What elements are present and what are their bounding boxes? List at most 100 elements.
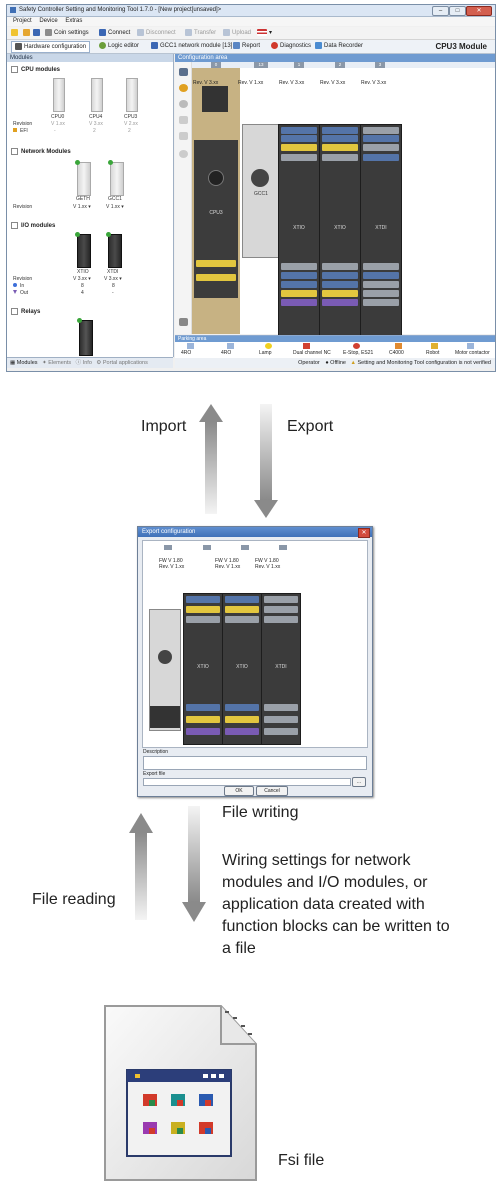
- minimize-button[interactable]: –: [432, 6, 449, 16]
- window-title: Safety Controller Setting and Monitoring…: [19, 7, 222, 13]
- tab-logic-editor[interactable]: Logic editor: [99, 41, 139, 51]
- gear-icon[interactable]: [179, 150, 188, 158]
- section-io-modules[interactable]: I/O modules: [11, 222, 55, 229]
- tab-diagnostics[interactable]: Diagnostics: [271, 41, 311, 51]
- terminal-row: [264, 716, 298, 723]
- tab-hardware-configuration[interactable]: Hardware configuration: [11, 41, 91, 53]
- cpu-plug-module[interactable]: [202, 86, 228, 112]
- c4000-icon[interactable]: [395, 343, 402, 349]
- lamp-icon[interactable]: [265, 343, 272, 349]
- save-button[interactable]: [33, 28, 42, 38]
- parking-item[interactable]: 4RO: [181, 350, 192, 356]
- slot-label: 1: [294, 62, 304, 68]
- transfer-button[interactable]: Transfer: [185, 28, 216, 38]
- terminal-row: [186, 616, 220, 623]
- xtdi-module-image[interactable]: [106, 232, 122, 268]
- terminal-row: [225, 606, 259, 613]
- settings-icon[interactable]: [179, 84, 188, 92]
- terminal-row: [281, 144, 317, 151]
- geth-revision-select[interactable]: V 1.xx ▾: [73, 204, 91, 210]
- slot-revision: Rev. V 3.xx: [320, 80, 346, 86]
- relay-module-image[interactable]: [77, 318, 93, 356]
- parking-item[interactable]: E-Stop, ES21: [343, 350, 374, 356]
- xtdi-revision-select[interactable]: V 3.xx ▾: [104, 276, 122, 282]
- open-button[interactable]: [23, 28, 32, 38]
- export-file-input[interactable]: [143, 778, 351, 786]
- clip-icon[interactable]: [179, 116, 188, 124]
- menu-extras[interactable]: Extras: [65, 18, 83, 24]
- add-icon: [77, 318, 82, 323]
- parking-item[interactable]: 4RO: [221, 350, 232, 356]
- estop-icon[interactable]: [353, 343, 360, 349]
- geth-module-image[interactable]: [75, 160, 91, 196]
- language-button[interactable]: ▾: [257, 28, 272, 38]
- tab-elements[interactable]: ✦ Elements: [42, 360, 72, 366]
- dialog-xtio-module-1: XTIO: [183, 593, 223, 745]
- coin-settings-button[interactable]: Coin settings: [45, 28, 89, 38]
- close-button[interactable]: ✕: [466, 6, 492, 16]
- gcc1-revision-select[interactable]: V 1.xx ▾: [106, 204, 124, 210]
- cpu3-module[interactable]: CPU3: [194, 140, 238, 298]
- cpu4-module-image[interactable]: [91, 78, 103, 112]
- status-offline: Offline: [330, 360, 346, 366]
- zoom-icon[interactable]: [179, 100, 188, 108]
- xtdi-module[interactable]: XTDI: [360, 124, 402, 336]
- new-button[interactable]: [11, 28, 20, 38]
- parking-item[interactable]: Dual channel NC: [293, 350, 331, 356]
- upload-button[interactable]: Upload: [223, 28, 251, 38]
- xtio-label: XTIO: [197, 664, 209, 670]
- ok-button[interactable]: OK: [224, 786, 254, 796]
- parking-item[interactable]: Motor contactor: [455, 350, 490, 356]
- terminal-row: [322, 272, 358, 279]
- hardware-view-icon[interactable]: [179, 68, 188, 76]
- menu-device[interactable]: Device: [39, 18, 58, 24]
- slot-revision: Rev. V 1.xx: [238, 80, 264, 86]
- menu-project[interactable]: Project: [13, 18, 32, 24]
- xtio-module-1[interactable]: XTIO: [278, 124, 320, 336]
- terminal-row: [322, 281, 358, 288]
- cpu0-module-image[interactable]: [53, 78, 65, 112]
- description-input[interactable]: [143, 756, 367, 770]
- connect-button[interactable]: Connect: [99, 28, 130, 38]
- parking-item[interactable]: C4000: [389, 350, 404, 356]
- xtio-module-image[interactable]: [75, 232, 91, 268]
- gcc1-module-image[interactable]: [108, 160, 124, 196]
- section-relays[interactable]: Relays: [11, 308, 40, 315]
- save-icon: [33, 28, 40, 36]
- app-window: Safety Controller Setting and Monitoring…: [6, 4, 496, 372]
- section-cpu-modules[interactable]: CPU modules: [11, 66, 60, 73]
- robot-icon[interactable]: [431, 343, 438, 349]
- cpu-slot-column[interactable]: CPU3: [192, 68, 240, 334]
- cancel-button[interactable]: Cancel: [256, 786, 288, 796]
- xtio-in-count: 8: [81, 283, 84, 289]
- xtio-module-2[interactable]: XTIO: [319, 124, 361, 336]
- cpu3-module-image[interactable]: [126, 78, 138, 112]
- terminal-row: [322, 144, 358, 151]
- motor-contactor-icon[interactable]: [467, 343, 474, 349]
- relay-4ro-icon[interactable]: [187, 343, 194, 349]
- tab-network-module[interactable]: GCC1 network module [13]: [151, 41, 232, 51]
- tab-info[interactable]: ⓘ Info: [75, 360, 92, 366]
- terminal-row: [196, 274, 236, 281]
- tool-icon[interactable]: [179, 132, 188, 140]
- dialog-close-button[interactable]: ✕: [358, 528, 370, 538]
- xtio-revision-select[interactable]: V 3.xx ▾: [73, 276, 91, 282]
- tab-modules[interactable]: ▦ Modules: [10, 360, 38, 366]
- parking-item[interactable]: Lamp: [259, 350, 272, 356]
- tab-report[interactable]: Report: [233, 41, 260, 51]
- disconnect-button[interactable]: Disconnect: [137, 28, 176, 38]
- parking-item[interactable]: Robot: [426, 350, 440, 356]
- section-network-modules[interactable]: Network Modules: [11, 148, 71, 155]
- maximize-button[interactable]: □: [449, 6, 466, 16]
- tab-portal-applications[interactable]: ⚙ Portal applications: [96, 360, 148, 366]
- efi-icon: [13, 128, 17, 132]
- tab-data-recorder[interactable]: Data Recorder: [315, 41, 363, 51]
- relay-4ro-icon[interactable]: [227, 343, 234, 349]
- terminal-row: [322, 154, 358, 161]
- gcc1-module[interactable]: GCC1: [242, 124, 280, 258]
- dual-channel-icon[interactable]: [303, 343, 310, 349]
- status-operator: Operator: [298, 360, 320, 366]
- trash-icon[interactable]: [179, 318, 188, 326]
- browse-button[interactable]: ...: [352, 777, 366, 787]
- cpu0-revision: V 1.xx: [51, 121, 65, 127]
